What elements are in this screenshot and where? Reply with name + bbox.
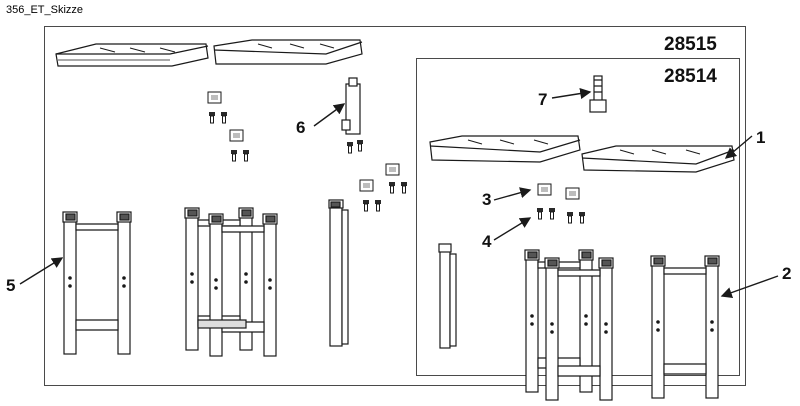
screw xyxy=(346,141,354,154)
tabletop-inner-right xyxy=(581,145,735,173)
bracket-part-6 xyxy=(341,77,361,135)
screw xyxy=(548,207,556,220)
callout-2: 2 xyxy=(782,264,792,283)
clip-block xyxy=(537,183,552,196)
sheet-label: 356_ET_Skizze xyxy=(6,4,84,16)
leg-frame-side xyxy=(328,199,349,347)
tabletop-inner-left xyxy=(429,135,581,163)
callout-4: 4 xyxy=(482,232,492,251)
leader-1 xyxy=(724,135,753,159)
foot-part-7 xyxy=(589,75,607,113)
leg-frame-part-2 xyxy=(650,255,720,399)
callout-6: 6 xyxy=(296,118,306,137)
callout-1: 1 xyxy=(756,128,766,147)
screw xyxy=(400,181,408,194)
leader-2 xyxy=(720,275,779,298)
outer-kit-frame xyxy=(44,26,746,386)
clip-block xyxy=(229,129,244,142)
leader-3 xyxy=(493,187,532,201)
clip-block xyxy=(565,187,580,200)
screw xyxy=(374,199,382,212)
leader-6 xyxy=(313,103,346,127)
callout-7: 7 xyxy=(538,90,548,109)
screw xyxy=(388,181,396,194)
clip-block xyxy=(359,179,374,192)
leader-5 xyxy=(19,257,64,285)
screw xyxy=(578,211,586,224)
screw xyxy=(220,111,228,124)
leg-frame-assembled xyxy=(184,207,278,357)
clip-block xyxy=(207,91,222,104)
leg-frame-part-5 xyxy=(62,211,132,355)
screw xyxy=(362,199,370,212)
tabletop-left xyxy=(55,43,209,67)
leader-4 xyxy=(493,217,532,241)
inner-kit-number: 28514 xyxy=(664,66,717,87)
screw xyxy=(536,207,544,220)
leg-frame-side-inner xyxy=(438,243,457,349)
screw xyxy=(566,211,574,224)
outer-kit-number: 28515 xyxy=(664,34,717,55)
callout-3: 3 xyxy=(482,190,492,209)
callout-5: 5 xyxy=(6,276,16,295)
screw xyxy=(230,149,238,162)
screw xyxy=(242,149,250,162)
clip-block xyxy=(385,163,400,176)
tabletop-right xyxy=(213,39,363,65)
screw xyxy=(208,111,216,124)
screw xyxy=(356,139,364,152)
leg-frame-assembled-inner xyxy=(524,249,614,401)
leader-7 xyxy=(551,87,592,100)
